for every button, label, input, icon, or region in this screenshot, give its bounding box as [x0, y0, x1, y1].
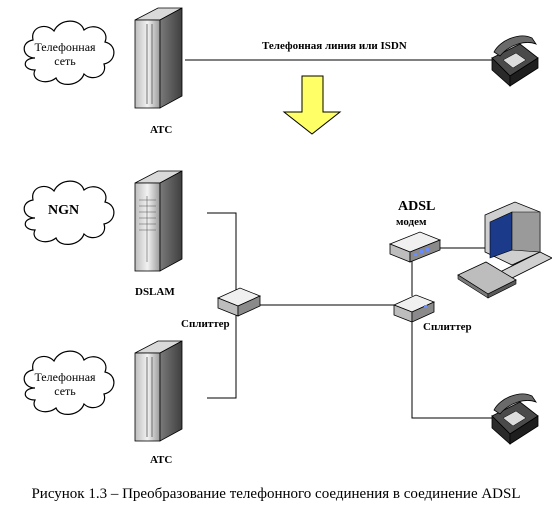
splitter-label-left: Сплиттер [181, 318, 230, 330]
telephone-icon-top [491, 35, 539, 87]
telephone-icon-bottom [491, 393, 539, 445]
line-label-top: Телефонная линия или ISDN [262, 40, 407, 52]
computer-icon [457, 201, 552, 299]
cloud-icon-ngn [23, 180, 115, 245]
down-arrow-icon [282, 75, 342, 135]
dslam-label: DSLAM [135, 286, 175, 298]
cloud-label-bottom: Телефонная сеть [34, 370, 96, 398]
adsl-modem-label-line1: ADSL [398, 199, 436, 214]
line-dslam-to-splitter [207, 212, 237, 298]
server-icon-atc-top [134, 7, 183, 109]
line-atc-to-splitter [207, 312, 237, 399]
adsl-modem-icon [388, 231, 442, 263]
server-icon-dslam [134, 170, 183, 272]
connection-lines [185, 59, 492, 419]
splitter-icon-right [392, 294, 436, 323]
adsl-modem-label-line2: модем [396, 216, 427, 228]
atc-label-bottom: АТС [150, 454, 173, 466]
atc-label-top: АТС [150, 124, 173, 136]
figure-caption: Рисунок 1.3 – Преобразование телефонного… [31, 486, 521, 502]
server-icon-atc-bottom [134, 340, 183, 442]
ngn-label: NGN [48, 203, 80, 218]
splitter-icon-left [216, 287, 262, 317]
cloud-icon-telephone-network-top [23, 20, 115, 85]
cloud-label-top: Телефонная сеть [34, 40, 96, 68]
splitter-label-right: Сплиттер [423, 321, 472, 333]
cloud-icon-telephone-network-bottom [23, 350, 115, 415]
line-splitter-to-phone [411, 318, 492, 419]
